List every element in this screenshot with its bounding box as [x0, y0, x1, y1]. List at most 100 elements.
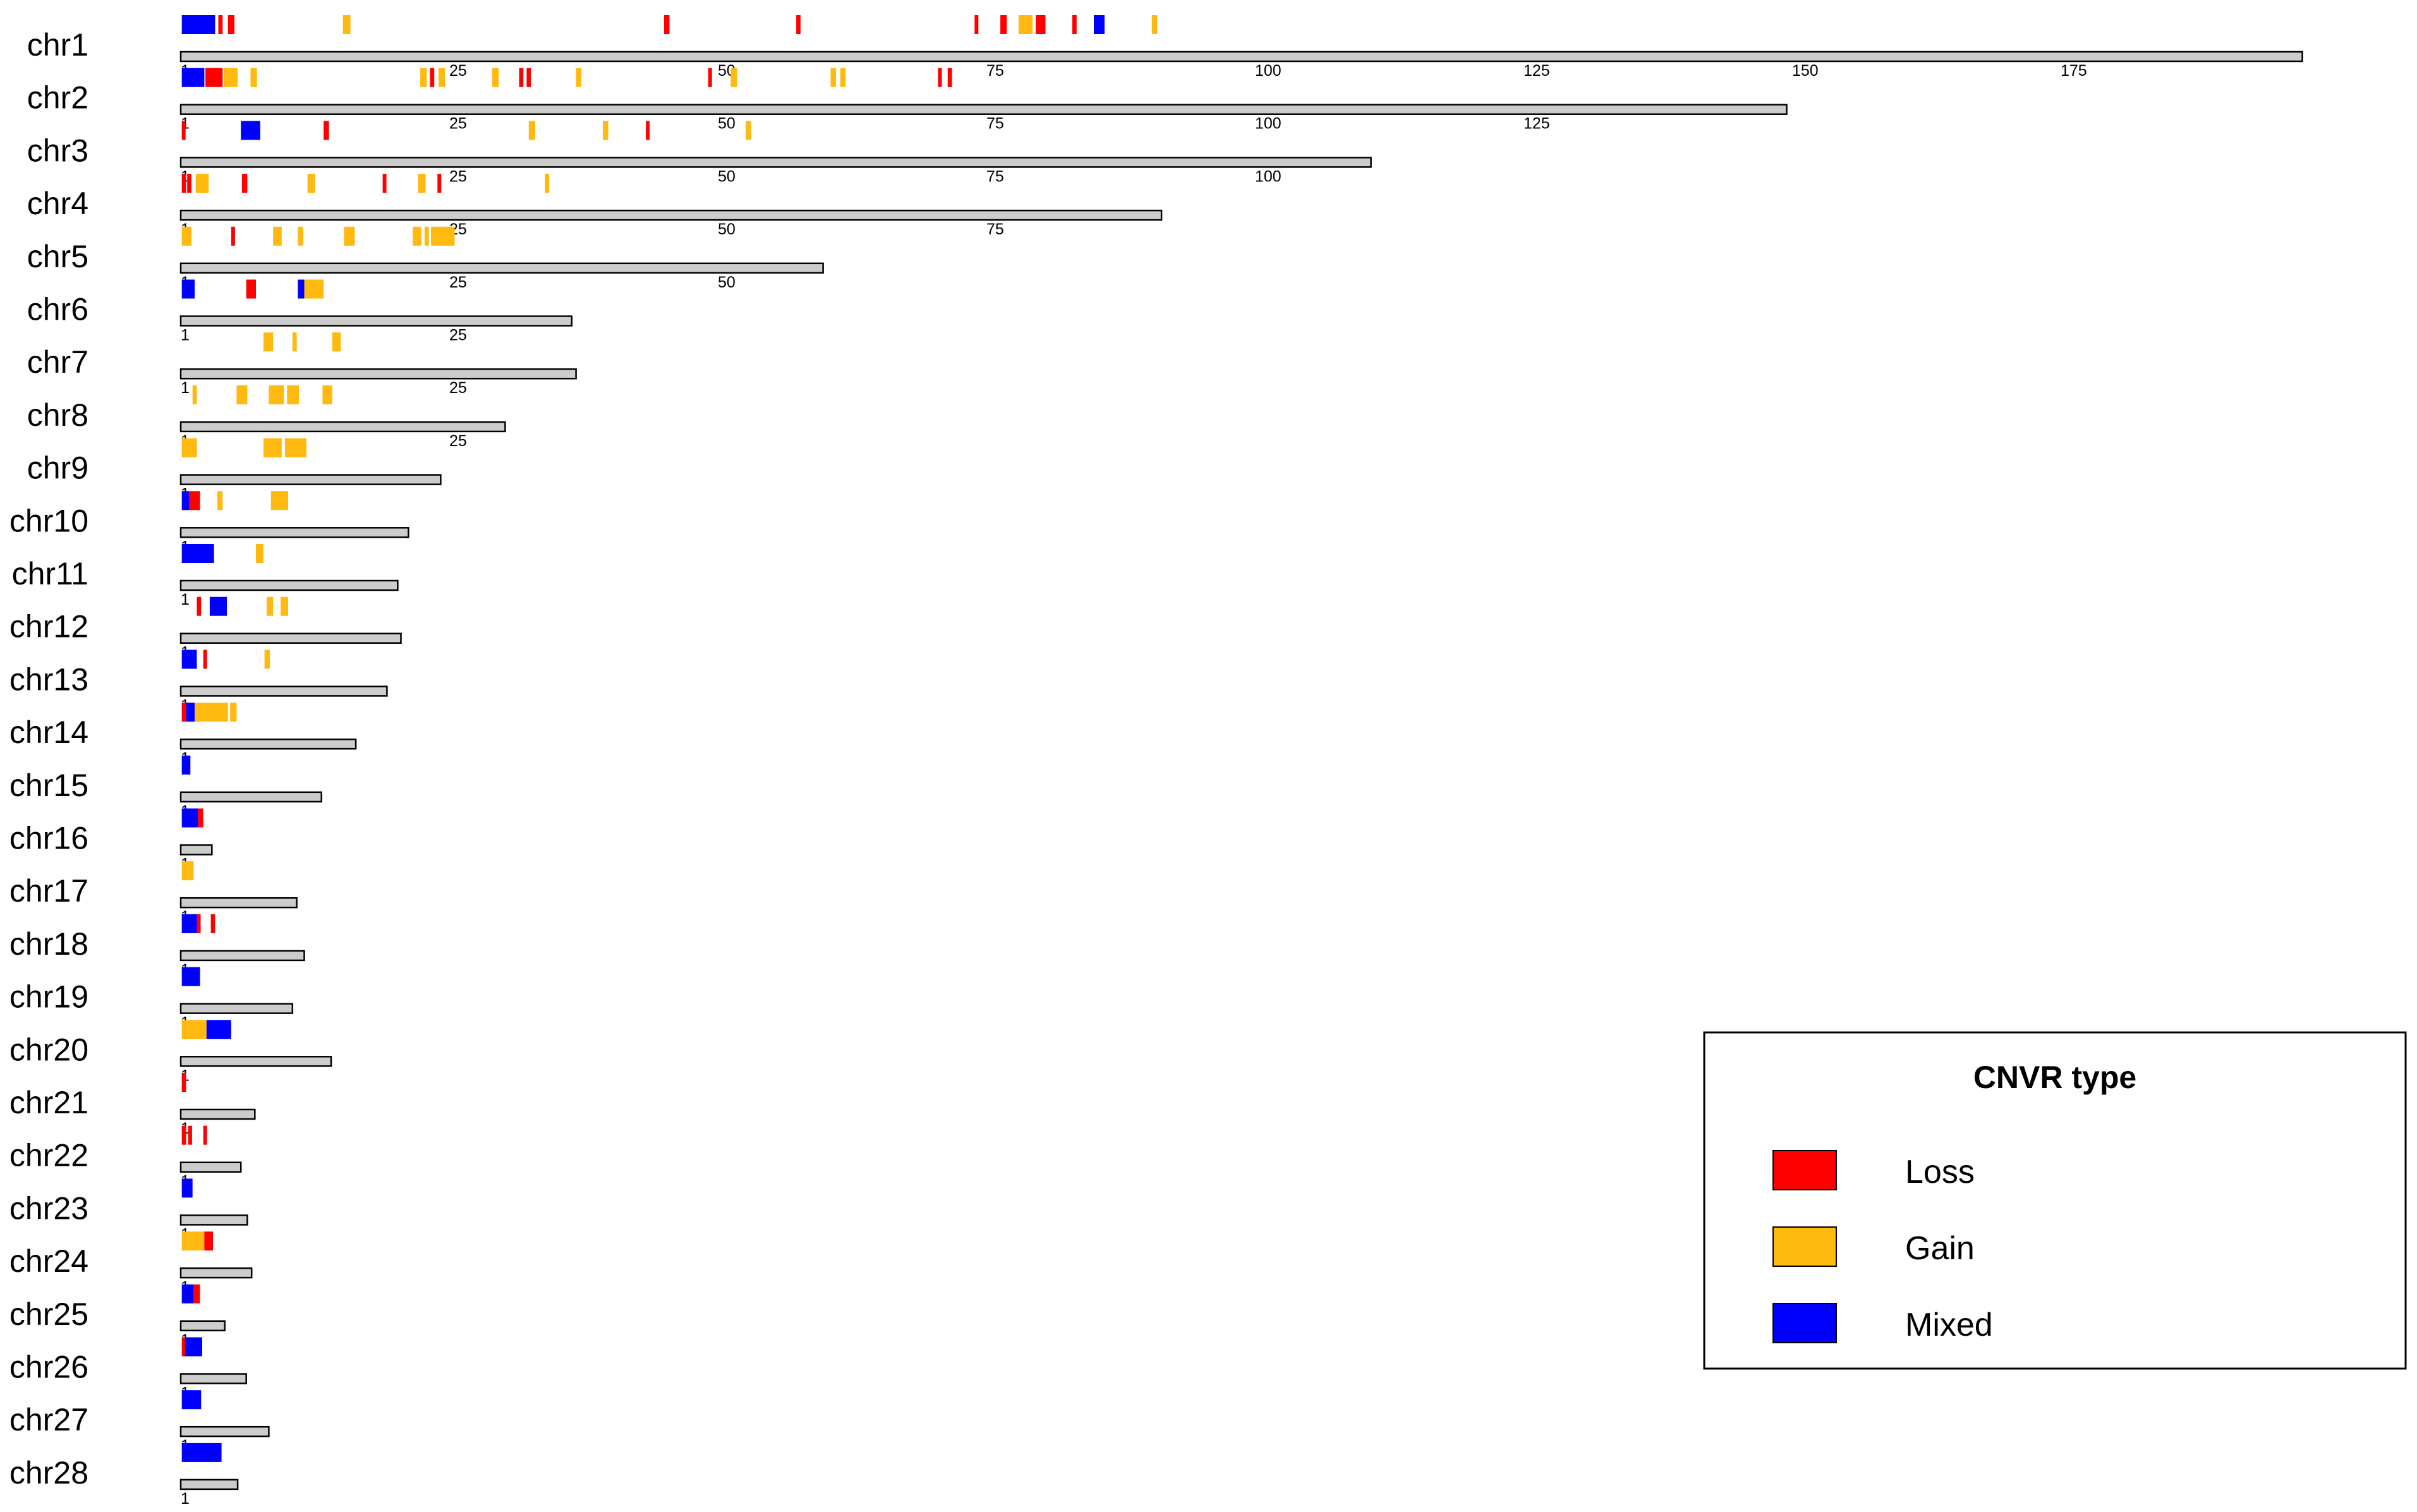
tick-label: 25: [449, 432, 467, 450]
cnvr-segment-gain: [281, 596, 288, 616]
chromosome-bar: [179, 897, 298, 909]
cnvr-segment-loss: [796, 15, 801, 34]
cnvr-segment-mixed: [181, 1284, 194, 1303]
chromosome-rows: chr11255075100125150175chr21255075100125…: [9, 15, 2303, 1508]
chromosome-label: chr19: [9, 979, 88, 1015]
cnvr-segment-gain: [840, 68, 846, 87]
cnvr-segment-mixed: [298, 279, 305, 299]
legend-title: CNVR type: [1973, 1060, 2136, 1095]
cnvr-segment-loss: [181, 1337, 186, 1357]
chromosome-bar: [179, 1108, 256, 1120]
cnvr-segment-gain: [576, 68, 582, 87]
legend-label-gain: Gain: [1905, 1230, 1975, 1267]
cnvr-segment-loss: [218, 15, 223, 34]
cnvr-segment-gain: [250, 68, 257, 87]
cnvr-segment-loss: [205, 68, 223, 87]
chromosome-bar: [179, 1161, 242, 1173]
cnvr-segment-loss: [181, 1125, 186, 1145]
cnvr-segment-gain: [181, 861, 194, 881]
tick-label: 1: [181, 327, 190, 344]
legend-swatch-loss: [1772, 1150, 1837, 1190]
cnvr-segment-mixed: [209, 596, 227, 616]
chromosome-label: chr12: [9, 609, 88, 644]
cnvr-segment-mixed: [181, 544, 214, 563]
tick-label: 125: [1523, 62, 1550, 80]
cnvr-segment-mixed: [181, 808, 198, 828]
cnvr-segment-gain: [287, 385, 299, 404]
cnvr-segment-loss: [430, 68, 435, 87]
tick-label: 25: [449, 167, 467, 185]
cnvr-segment-gain: [298, 226, 303, 246]
cnvr-segment-mixed: [185, 1337, 202, 1357]
cnvr-segment-gain: [730, 68, 737, 87]
cnvr-segment-gain: [603, 121, 609, 140]
chromosome-label: chr5: [27, 239, 88, 274]
tick-label: 100: [1255, 115, 1281, 133]
chromosome-label: chr8: [27, 397, 88, 433]
cnvr-segment-gain: [332, 332, 341, 352]
cnvr-segment-loss: [324, 121, 329, 140]
cnvr-segment-gain: [267, 596, 274, 616]
cnvr-segment-gain: [181, 226, 191, 246]
cnvr-segment-loss: [241, 174, 248, 193]
cnvr-segment-gain: [424, 226, 429, 246]
chromosome-row-chr12: chr121: [9, 596, 402, 662]
legend-label-mixed: Mixed: [1905, 1307, 1993, 1343]
tick-label: 75: [986, 221, 1004, 238]
tick-label: 75: [986, 167, 1004, 185]
tick-label: 50: [718, 167, 736, 185]
cnvr-segment-mixed: [181, 650, 197, 669]
legend: CNVR type Loss Gain Mixed: [1703, 1031, 2407, 1370]
tick-label: 50: [718, 115, 736, 133]
cnvr-segment-gain: [269, 385, 284, 404]
cnvr-segment-mixed: [181, 1178, 193, 1198]
cnvr-segment-gain: [195, 174, 209, 193]
chromosome-row-chr19: chr191: [9, 967, 294, 1032]
chromosome-bar: [179, 1479, 239, 1491]
chromosome-bar: [179, 686, 388, 697]
tick-label: 25: [449, 274, 467, 291]
chromosome-label: chr27: [9, 1402, 88, 1437]
chromosome-bar: [179, 262, 824, 274]
cnvr-segment-gain: [217, 491, 223, 511]
chromosome-bar: [179, 421, 506, 433]
cnvr-segment-gain: [263, 332, 274, 352]
chromosome-label: chr6: [27, 292, 88, 327]
tick-label: 1: [181, 1490, 190, 1508]
cnvr-segment-gain: [342, 15, 351, 34]
cnvr-segment-gain: [545, 174, 550, 193]
chromosome-bar: [179, 527, 409, 538]
cnvr-segment-loss: [646, 121, 650, 140]
cnvr-segment-loss: [974, 15, 979, 34]
cnvr-segment-gain: [322, 385, 332, 404]
cnvr-segment-gain: [344, 226, 355, 246]
chromosome-row-chr4: chr41255075: [27, 174, 1163, 238]
cnvr-segment-mixed: [181, 68, 205, 87]
cnvr-segment-gain: [181, 1231, 205, 1251]
cnvr-segment-mixed: [181, 914, 197, 933]
cnvr-segment-mixed: [181, 1442, 222, 1462]
chromosome-bar: [179, 632, 402, 644]
cnvr-segment-gain: [273, 226, 282, 246]
chromosome-bar: [179, 950, 305, 962]
chromosome-bar: [179, 368, 577, 380]
cnvr-segment-loss: [519, 68, 524, 87]
cnvr-segment-gain: [256, 544, 264, 563]
cnvr-segment-loss: [181, 121, 186, 140]
chromosome-row-chr27: chr271: [9, 1390, 270, 1455]
tick-label: 50: [718, 274, 736, 291]
cnvr-segment-gain: [192, 385, 197, 404]
chromosome-row-chr21: chr211: [9, 1073, 256, 1137]
cnvr-segment-loss: [188, 1125, 192, 1145]
cnvr-segment-loss: [197, 596, 202, 616]
tick-label: 175: [2061, 62, 2087, 80]
cnvr-segment-gain: [181, 438, 197, 457]
tick-label: 75: [986, 62, 1004, 80]
cnvr-segment-gain: [236, 385, 248, 404]
cnvr-segment-loss: [1072, 15, 1077, 34]
cnvr-segment-loss: [947, 68, 952, 87]
chromosome-label: chr2: [27, 80, 88, 116]
